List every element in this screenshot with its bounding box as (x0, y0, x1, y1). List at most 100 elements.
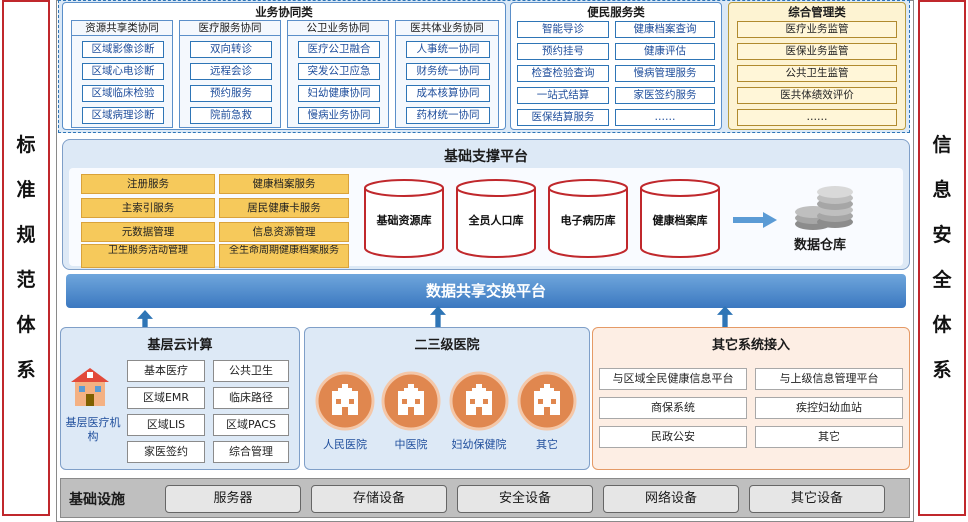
database-label: 基础资源库 (376, 214, 432, 227)
infrastructure-item: 存储设备 (311, 485, 447, 513)
management-item: …… (737, 109, 897, 126)
database-icon (364, 179, 444, 258)
service-cell: 居民健康卡服务 (219, 198, 349, 218)
grassroots-item: 家医签约 (127, 441, 205, 463)
database-label: 健康档案库 (652, 214, 708, 227)
management-title: 综合管理类 (788, 5, 846, 19)
side-char: 系 (16, 359, 36, 381)
grassroots-cloud-block: 基层云计算 基层医疗机构 基本医疗 公共卫生 区域EMR 临床路径 区域LIS … (60, 327, 300, 470)
grassroots-item: 区域EMR (127, 387, 205, 409)
business-item: 远程会诊 (190, 63, 272, 80)
convenience-item: 一站式结算 (517, 87, 609, 104)
service-cell: 全生命周期健康档案服务 (219, 244, 349, 268)
other-system-item: 其它 (755, 426, 903, 448)
group-title: 资源共享类协同 (72, 21, 172, 36)
convenience-item: 健康评估 (615, 43, 715, 60)
business-item: 区域病理诊断 (82, 107, 164, 124)
business-item: 药材统一协同 (406, 107, 490, 124)
hospitals-block: 二三级医院 人民医院 中医院 妇幼保健院 其它 (304, 327, 590, 470)
other-systems-title: 其它系统接入 (711, 338, 790, 353)
grassroots-item: 公共卫生 (213, 360, 289, 382)
hospital-label: 妇幼保健院 (451, 438, 507, 451)
side-char: 系 (932, 359, 952, 381)
data-warehouse-label: 数据仓库 (794, 238, 847, 253)
database-icon (548, 179, 628, 258)
business-group: 资源共享类协同 区域影像诊断 区域心电诊断 区域临床检验 区域病理诊断 (71, 20, 173, 128)
side-char: 规 (16, 224, 36, 246)
business-item: 妇幼健康协同 (298, 85, 380, 102)
convenience-title: 便民服务类 (587, 5, 645, 19)
infrastructure-item: 服务器 (165, 485, 301, 513)
business-item: 区域心电诊断 (82, 63, 164, 80)
business-item: 突发公卫应急 (298, 63, 380, 80)
business-group: 医疗服务协同 双向转诊 远程会诊 预约服务 院前急救 (179, 20, 281, 128)
hospital-icon (517, 371, 577, 431)
convenience-item: …… (615, 109, 715, 126)
business-item: 预约服务 (190, 85, 272, 102)
group-title: 公卫业务协同 (288, 21, 388, 36)
grassroots-item: 区域PACS (213, 414, 289, 436)
database-cylinder: 全员人口库 (455, 178, 537, 258)
database-icon (456, 179, 536, 258)
business-item: 人事统一协同 (406, 41, 490, 58)
group-title: 医共体业务协同 (396, 21, 498, 36)
service-cell: 注册服务 (81, 174, 215, 194)
side-char: 全 (932, 269, 952, 291)
arrow-right-icon (733, 212, 777, 228)
convenience-item: 检查检验查询 (517, 65, 609, 82)
other-system-item: 疾控妇幼血站 (755, 397, 903, 419)
hospital-label: 其它 (536, 438, 558, 451)
convenience-item: 智能导诊 (517, 21, 609, 38)
business-item: 医疗公卫融合 (298, 41, 380, 58)
hospital-icon (315, 371, 375, 431)
convenience-item: 健康档案查询 (615, 21, 715, 38)
standards-system-sidebar: 标 准 规 范 体 系 (2, 0, 50, 516)
management-item: 公共卫生监管 (737, 65, 897, 82)
service-cell: 卫生服务活动管理 (81, 244, 215, 268)
other-systems-block: 其它系统接入 与区域全民健康信息平台 与上级信息管理平台 商保系统 疾控妇幼血站… (592, 327, 910, 470)
management-item: 医共体绩效评价 (737, 87, 897, 104)
service-cell: 主索引服务 (81, 198, 215, 218)
side-char: 范 (16, 269, 36, 291)
database-cylinder: 基础资源库 (363, 178, 445, 258)
convenience-item: 家医签约服务 (615, 87, 715, 104)
other-system-item: 与上级信息管理平台 (755, 368, 903, 390)
hospital-icon (449, 371, 509, 431)
infrastructure-title: 基础设施 (69, 492, 125, 508)
grassroots-item: 临床路径 (213, 387, 289, 409)
convenience-item: 预约挂号 (517, 43, 609, 60)
business-item: 财务统一协同 (406, 63, 490, 80)
other-system-item: 商保系统 (599, 397, 747, 419)
side-char: 体 (932, 314, 952, 336)
security-system-sidebar: 信 息 安 全 体 系 (918, 0, 966, 516)
institution-label: 基层医疗机构 (65, 416, 121, 443)
service-cell: 健康档案服务 (219, 174, 349, 194)
service-cell: 信息资源管理 (219, 222, 349, 242)
business-group: 公卫业务协同 医疗公卫融合 突发公卫应急 妇幼健康协同 慢病业务协同 (287, 20, 389, 128)
management-item: 医疗业务监管 (737, 21, 897, 38)
support-platform: 基础支撑平台 注册服务 健康档案服务 主索引服务 居民健康卡服务 元数据管理 信… (62, 139, 910, 270)
side-char: 标 (16, 134, 36, 156)
infrastructure-item: 其它设备 (749, 485, 885, 513)
infrastructure-item: 安全设备 (457, 485, 593, 513)
database-label: 电子病历库 (560, 214, 616, 227)
convenience-item: 医保结算服务 (517, 109, 609, 126)
data-share-platform: 数据共享交换平台 (66, 274, 906, 308)
grassroots-item: 基本医疗 (127, 360, 205, 382)
support-title: 基础支撑平台 (444, 149, 528, 165)
management-item: 医保业务监管 (737, 43, 897, 60)
grassroots-item: 区域LIS (127, 414, 205, 436)
grassroots-title: 基层云计算 (147, 338, 213, 353)
database-cylinder: 电子病历库 (547, 178, 629, 258)
clinic-building-icon (71, 368, 109, 406)
side-char: 信 (932, 134, 952, 156)
side-char: 准 (16, 179, 36, 201)
business-item: 双向转诊 (190, 41, 272, 58)
hospital-label: 人民医院 (323, 438, 367, 451)
infrastructure-bar: 基础设施 服务器 存储设备 安全设备 网络设备 其它设备 (60, 478, 910, 518)
other-system-item: 与区域全民健康信息平台 (599, 368, 747, 390)
coins-icon (795, 186, 853, 230)
hospital-title: 二三级医院 (414, 338, 480, 353)
business-item: 成本核算协同 (406, 85, 490, 102)
support-inner: 注册服务 健康档案服务 主索引服务 居民健康卡服务 元数据管理 信息资源管理 卫… (69, 168, 903, 268)
